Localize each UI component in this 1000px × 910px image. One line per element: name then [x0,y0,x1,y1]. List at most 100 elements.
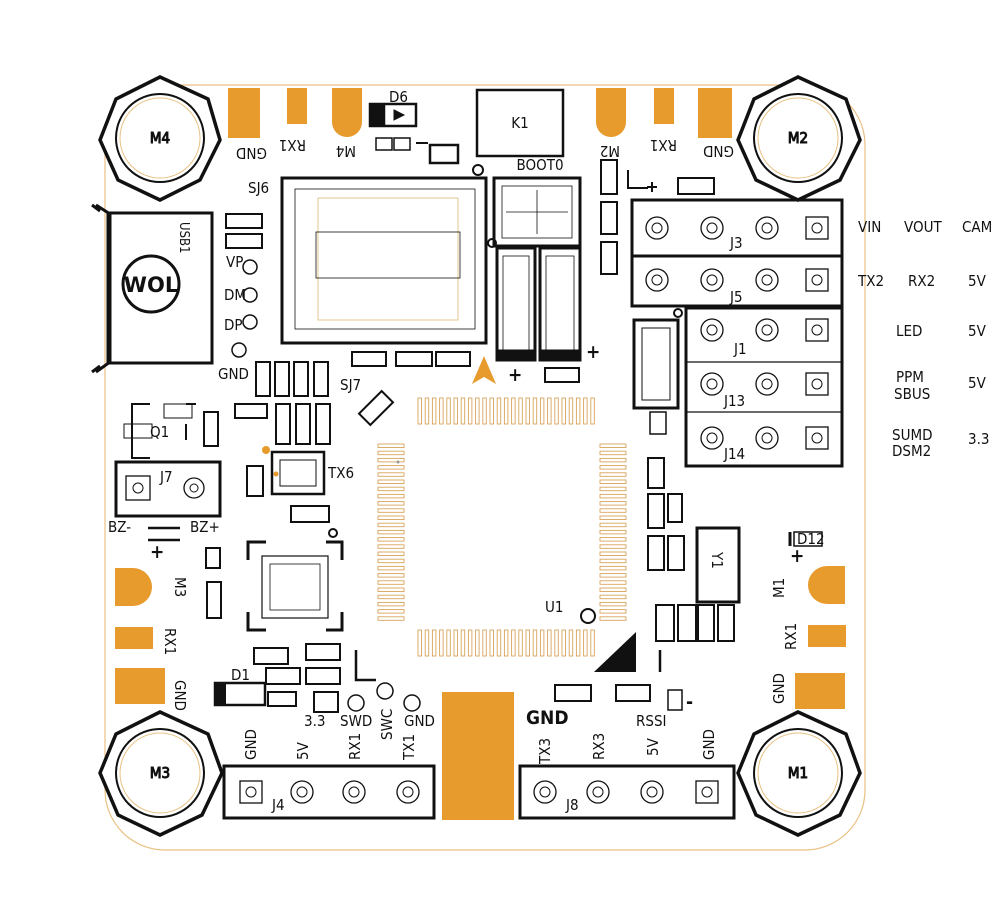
label-5v-j5: 5V [968,272,987,290]
mcu-pad [599,565,627,571]
mcu-pad [377,594,405,600]
label-led: LED [896,322,922,340]
mcu-pad [467,629,473,657]
sj6-module [280,176,488,345]
mcu-pad [496,397,502,425]
mcu-pad [599,537,627,542]
k1-label: K1 [511,114,528,132]
pad-top-right-gnd [698,88,732,138]
dp-label: DP [224,316,243,334]
pad-center-bottom-gnd [442,692,514,820]
mcu-pad [590,397,595,425]
right-middle-smds [554,318,823,711]
mcu-pad [599,443,627,448]
mcu-pad [599,450,627,456]
y1-label: Y1 [708,551,726,569]
swd-label-swd: SWD [340,712,372,730]
tx6-dot-2 [273,471,279,477]
label-33-j14: 3.3 [968,430,989,448]
pad-label-gnd-right: GND [770,673,788,704]
swd-label-swc: SWC [378,709,396,740]
mcu-pad [532,629,538,657]
mount-hole-m1: M1 [736,710,862,837]
tx6-label: TX6 [327,464,354,482]
mcu-pad [377,551,405,556]
usb1-label: USB1 [176,222,191,253]
mcu-pad [377,472,405,477]
j3-label: J3 [729,234,743,252]
j4-tx1-label: TX1 [400,734,418,761]
swd-label-gnd: GND [404,712,435,730]
label-5v-j13: 5V [968,374,987,392]
header-j1-j13-j14 [684,306,844,468]
mcu-pad [377,515,405,520]
pad-top-right-m2 [596,88,626,137]
m2-label: M2 [788,129,808,147]
j7-label: J7 [159,468,173,486]
mcu-pad [417,629,422,657]
mcu-pad [377,450,405,456]
bz-minus-label: BZ- [108,518,131,536]
tx6-chip [246,450,330,523]
mcu-pad [475,629,480,657]
d6-diode [368,102,460,165]
mcu-pad [539,397,545,425]
j8-gnd-label: GND [700,729,718,760]
mcu-pad [575,397,581,425]
j8-5v-label: 5V [644,737,662,756]
mcu-pad [599,616,627,621]
mount-hole-m3: M3 [98,710,224,837]
j8-label: J8 [565,796,579,814]
pad-label-rx1-right: RX1 [782,623,800,650]
pad-label-rx1-tl: RX1 [279,136,306,154]
dm-label: DM [224,286,246,304]
j1-pin-marker [673,308,683,318]
pad-top-right-rx1 [654,88,674,124]
k1-pin1-marker [472,164,484,176]
mcu-pad [590,629,595,657]
mcu-pad [377,479,405,484]
mcu-pad [377,609,405,614]
mcu-pad [503,397,509,425]
j1-label: J1 [733,340,747,358]
d12-plus-sign: + [790,545,804,567]
mcu-pad [417,397,422,425]
m4-label: M4 [150,129,170,147]
j4-rx1-label: RX1 [346,733,364,760]
d1-label: D1 [231,666,250,684]
pad-label-rx1-tr: RX1 [650,136,677,154]
m3-label: M3 [150,764,170,782]
mcu-pad [496,629,502,657]
mcu-pad [439,629,444,657]
mcu-pad [568,397,574,425]
pad-right-gnd [795,673,845,709]
q1-label: Q1 [150,423,169,441]
mcu-pad [583,397,588,425]
pad-label-gnd-left: GND [171,680,189,711]
rssi-label: RSSI [636,712,667,730]
mcu-pad [599,493,627,499]
pad-left-m3 [115,568,152,606]
mcu-pad [599,573,627,578]
mcu-pad [377,558,405,564]
pad-top-left-gnd [228,88,260,138]
lower-left-smds [213,643,376,713]
mcu-pad [424,629,430,657]
header-j5 [630,254,844,308]
j14-label: J14 [723,445,745,463]
mcu-pad [453,397,458,425]
d6-label: D6 [389,88,408,106]
mcu-pad [554,397,559,425]
top-right-smds [600,159,715,275]
mcu-pad [599,587,627,592]
swd-label-33: 3.3 [304,712,325,730]
mcu-pad [599,457,627,463]
mcu-pad [377,616,405,621]
mcu-pad [511,397,516,425]
mcu-pad [599,508,627,513]
mcu-pad [475,397,480,425]
mcu-pad [377,443,405,448]
mcu-pad [377,465,405,470]
gyro-pin-marker [328,528,338,538]
